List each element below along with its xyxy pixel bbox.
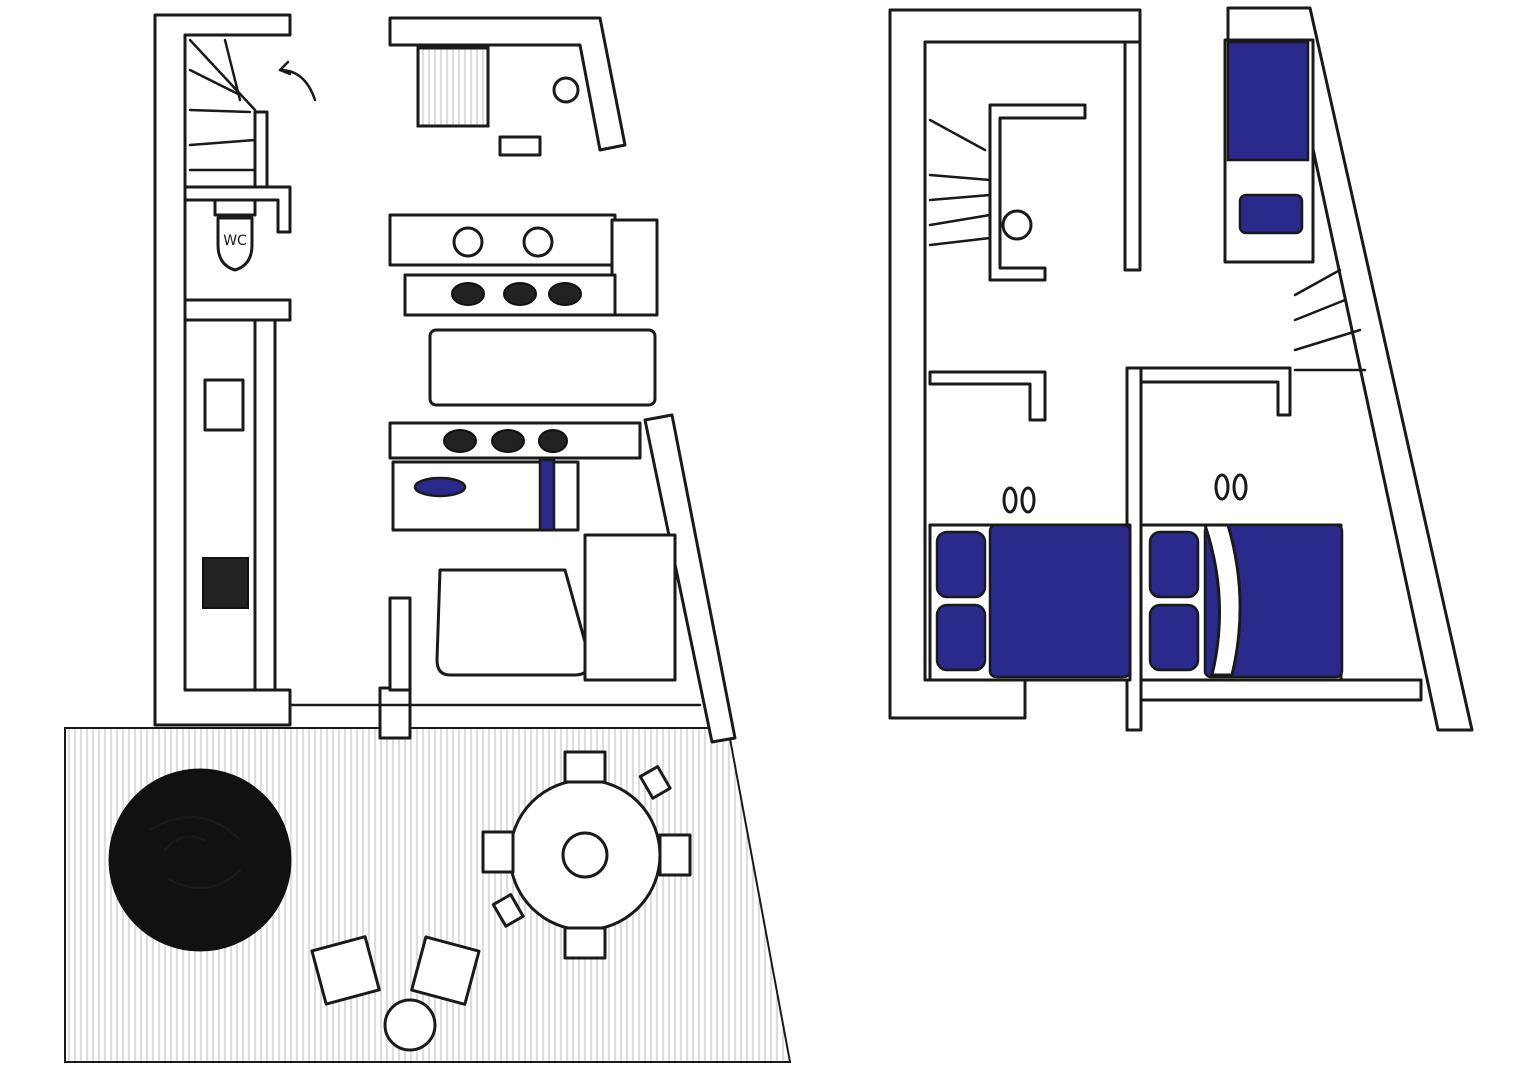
pillow [413, 476, 467, 498]
bathroom-wall [988, 103, 1087, 282]
outer-wall-left [153, 13, 292, 727]
chair [563, 750, 607, 784]
interior-wall [1123, 40, 1142, 272]
arrow-icon [278, 60, 317, 102]
round-rug [108, 768, 292, 952]
bath-mat [498, 135, 542, 157]
terrace-furniture [108, 750, 692, 1052]
duvet [988, 523, 1132, 679]
hob-burner [522, 226, 554, 258]
duvet [1226, 40, 1310, 162]
wc-top-wall [183, 185, 292, 234]
folded-chair [638, 765, 672, 800]
lounge-chair [310, 935, 381, 1006]
staircase [188, 38, 317, 172]
outer-wall-sloped [643, 413, 737, 744]
cushion [548, 282, 582, 306]
fridge [610, 218, 659, 317]
round-table-center [561, 831, 609, 879]
pillow [1238, 193, 1304, 235]
partition-wall [388, 596, 412, 692]
cushion [491, 429, 525, 453]
cushion [503, 282, 537, 306]
bed-frame [435, 568, 592, 677]
corridor-wall [253, 318, 277, 692]
pillow [1148, 603, 1200, 672]
wc-label: WC [223, 233, 247, 249]
stool [383, 998, 437, 1052]
toilet: WC [213, 198, 257, 272]
outer-wall-left [888, 8, 1142, 720]
door-pillar [378, 686, 412, 740]
folded-sheet [1203, 523, 1242, 677]
partition-wall [928, 370, 1047, 422]
pillow [935, 530, 987, 599]
folded-chair [491, 893, 525, 928]
slippers [1002, 473, 1248, 514]
upper-floor-plan [888, 6, 1474, 732]
blanket [538, 458, 556, 532]
kitchen-counter [388, 213, 617, 267]
wc-wall [183, 298, 292, 322]
washbasin [552, 76, 580, 104]
tv-screen [202, 557, 249, 609]
lounge-chair [410, 935, 481, 1006]
cushion [443, 429, 477, 453]
chair [563, 926, 607, 960]
partition-wall [1139, 366, 1292, 417]
sink [203, 378, 245, 432]
dining-table [428, 328, 657, 407]
cushion [451, 282, 485, 306]
pillow [1148, 530, 1200, 599]
stair-wall [253, 110, 269, 192]
side-sofa [583, 533, 677, 682]
chair [658, 833, 692, 877]
shower [416, 46, 490, 128]
upper-staircase [928, 118, 1367, 372]
pillow [935, 603, 987, 672]
outer-wall-top-right [388, 16, 627, 152]
cushion [538, 429, 568, 453]
chair [481, 830, 515, 874]
hob-burner [452, 226, 484, 258]
washbasin [1001, 209, 1033, 241]
bottom-wall [1139, 678, 1423, 702]
